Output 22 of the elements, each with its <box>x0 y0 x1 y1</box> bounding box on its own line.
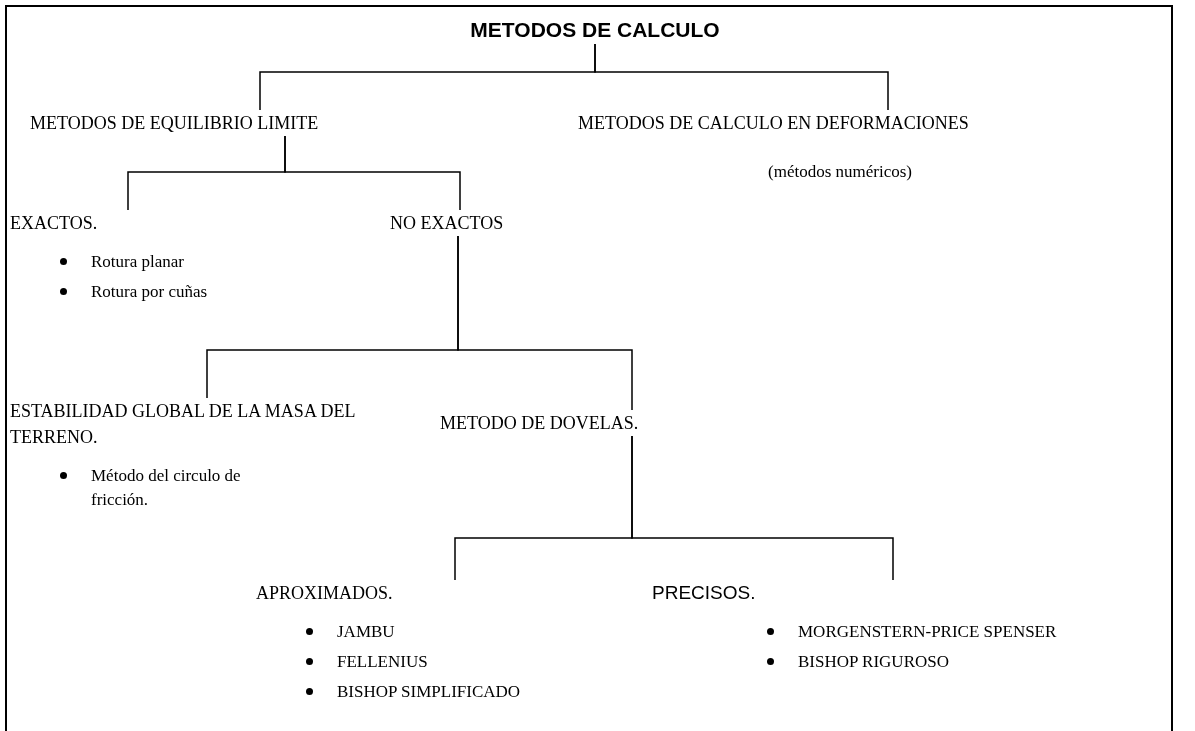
root-node-heading: METODOS DE CALCULO <box>470 17 720 43</box>
bullet-item: MORGENSTERN-PRICE SPENSER <box>798 621 1057 643</box>
bullet-item: FELLENIUS <box>337 651 428 673</box>
tree-connector <box>284 135 461 211</box>
bullet-item: BISHOP RIGUROSO <box>798 651 949 673</box>
node-heading: EXACTOS. <box>10 212 98 235</box>
tree-connector <box>594 43 889 111</box>
bullet-item: BISHOP SIMPLIFICADO <box>337 681 521 703</box>
node-heading: ESTABILIDAD GLOBAL DE LA MASA DEL TERRENO. <box>10 400 356 449</box>
node-heading: METODOS DE EQUILIBRIO LIMITE <box>30 112 319 135</box>
bullet-item: Rotura por cuñas <box>91 281 208 303</box>
node-heading: APROXIMADOS. <box>256 582 393 605</box>
bullet-item: Método del circulo de fricción. <box>91 465 242 511</box>
node-heading: METODOS DE CALCULO EN DEFORMACIONES <box>578 112 969 135</box>
bullet-item: JAMBU <box>337 621 395 643</box>
node-heading: NO EXACTOS <box>390 212 504 235</box>
tree-connector <box>631 435 894 581</box>
tree-connector <box>457 235 633 411</box>
node-note: (métodos numéricos) <box>768 161 912 183</box>
node-heading: METODO DE DOVELAS. <box>440 412 639 435</box>
node-heading: PRECISOS. <box>652 581 756 605</box>
bullet-item: Rotura planar <box>91 251 184 273</box>
